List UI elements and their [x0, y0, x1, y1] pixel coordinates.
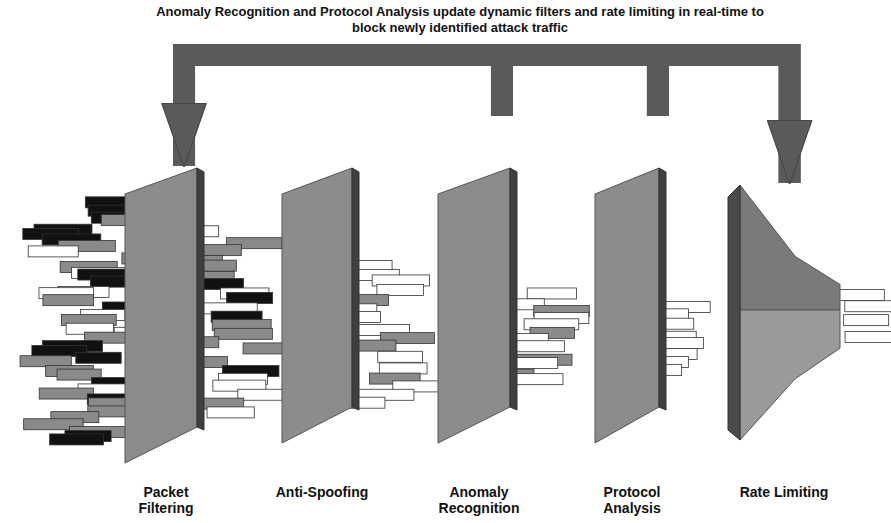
feedback-arrow	[502, 55, 790, 183]
panel-face	[438, 168, 510, 443]
funnel-rim	[728, 185, 740, 440]
packet	[227, 292, 273, 303]
feedback-arrow	[184, 55, 658, 166]
packet	[20, 356, 71, 367]
title: Anomaly Recognition and Protocol Analysi…	[140, 4, 780, 36]
packet	[377, 284, 423, 295]
stage-shape	[724, 185, 844, 444]
panel-edge	[659, 168, 666, 410]
stage-label: Protocol Analysis	[572, 484, 692, 516]
stage-name: Anomaly Recognition	[431, 484, 527, 516]
packet	[844, 315, 889, 326]
filter-panel: Packet Filtering	[106, 168, 226, 519]
funnel-top	[740, 185, 840, 310]
filter-panel: Anomaly Recognition	[419, 168, 539, 519]
panel-edge	[352, 168, 359, 410]
feedback-arrow	[184, 55, 502, 166]
packet	[76, 352, 121, 363]
packet	[39, 388, 93, 399]
stage-name: Packet Filtering	[118, 484, 214, 516]
packet	[845, 301, 891, 312]
packet	[517, 374, 563, 385]
packet	[378, 351, 423, 362]
packet	[43, 295, 94, 306]
panel-edge	[510, 168, 517, 410]
packet	[50, 434, 104, 445]
stage-name: Anti-Spoofing	[276, 484, 369, 500]
packet	[28, 246, 78, 257]
funnel-bottom	[740, 310, 840, 440]
panel-edge	[197, 168, 204, 430]
stage-label: Rate Limiting	[724, 484, 844, 500]
packet	[207, 407, 254, 418]
stage-label: Packet Filtering	[106, 484, 226, 516]
panel-face	[125, 168, 197, 463]
stage-name: Rate Limiting	[740, 484, 829, 500]
stage-name: Protocol Analysis	[584, 484, 680, 516]
panel-face	[595, 168, 659, 443]
funnel-stage: Rate Limiting	[724, 185, 844, 519]
stage-label: Anti-Spoofing	[262, 484, 382, 500]
stage-shape	[262, 168, 382, 447]
stage-shape	[419, 168, 539, 447]
packet	[379, 363, 427, 374]
feedback-arrow	[658, 55, 790, 183]
stage-label: Anomaly Recognition	[419, 484, 539, 516]
stage-shape	[106, 168, 226, 467]
packet	[845, 331, 891, 342]
packet	[214, 328, 272, 339]
packet	[238, 389, 282, 400]
filter-panel: Protocol Analysis	[572, 168, 692, 519]
panel-face	[282, 168, 352, 443]
stage-shape	[572, 168, 692, 447]
packet	[527, 288, 576, 299]
packet	[839, 290, 884, 301]
filter-panel: Anti-Spoofing	[262, 168, 382, 519]
